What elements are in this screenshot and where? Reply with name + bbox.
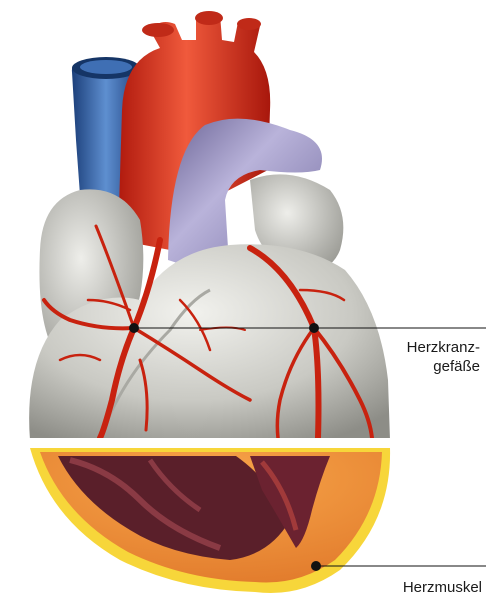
label-coronary-line2: gefäße [370,357,480,376]
label-coronary-line1: Herzkranz- [370,338,480,357]
label-coronary-vessels: Herzkranz- gefäße [370,338,480,376]
myocardium-section [30,448,390,593]
section-gap [20,438,400,446]
label-heart-muscle: Herzmuskel [362,578,482,597]
